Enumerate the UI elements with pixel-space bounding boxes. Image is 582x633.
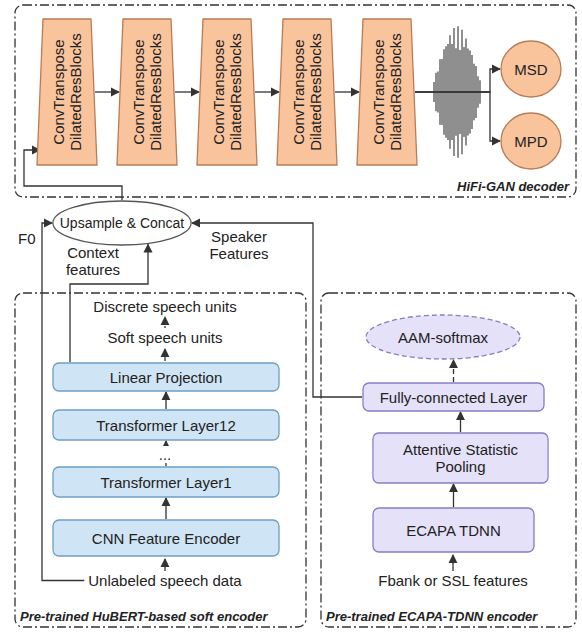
process-box: Transformer Layer1 <box>52 466 280 498</box>
node-text: Pre-trained ECAPA-TDNN encoder <box>326 609 537 624</box>
connector <box>165 498 166 519</box>
edge-label: Speaker Features <box>196 228 282 262</box>
trapezoid <box>357 19 417 165</box>
region-border <box>15 5 576 197</box>
box-shape <box>373 433 548 483</box>
connector <box>453 360 454 382</box>
node-text: AAM-softmax <box>392 329 494 346</box>
node-text: Pre-trained HuBERT-based soft encoder <box>20 609 268 624</box>
process-box: Attentive Statistic Pooling <box>372 432 549 484</box>
note-label: Fbank or SSL features <box>340 572 566 589</box>
region-frame: HiFi-GAN decoder ConvTranspose DilatedRes… <box>14 4 577 198</box>
region-border <box>321 293 576 627</box>
node-text: MSD <box>508 61 553 78</box>
ellipse <box>501 41 561 97</box>
connector <box>415 92 500 141</box>
edge-label: Context features <box>60 244 126 278</box>
note-label: Soft speech units <box>60 329 270 346</box>
input-arrow <box>164 559 165 571</box>
decoder-block: ConvTranspose DilatedResBlocks <box>356 18 418 166</box>
box-shape <box>53 467 279 497</box>
connector <box>335 91 359 92</box>
connector <box>460 412 461 432</box>
ellipse <box>53 201 191 245</box>
connector <box>95 91 119 92</box>
note-label: Discrete speech units <box>60 298 270 315</box>
trapezoid <box>277 19 337 165</box>
soft-unit-arrow <box>164 349 165 361</box>
box-shape <box>53 410 279 440</box>
discrete-unit-arrow <box>164 317 165 328</box>
decoder-block: ConvTranspose DilatedResBlocks <box>276 18 338 166</box>
note-label: Unlabeled speech data <box>60 572 270 589</box>
ellipse-node: AAM-softmax <box>365 314 521 360</box>
box-shape <box>363 383 544 411</box>
node-text: HiFi-GAN decoder <box>457 179 569 194</box>
process-box: Transformer Layer12 <box>52 409 280 441</box>
node-text: Transformer Layer12 <box>90 417 242 434</box>
connector <box>165 392 166 409</box>
input-arrow <box>452 555 453 571</box>
decoder-block: ConvTranspose DilatedResBlocks <box>36 18 98 166</box>
node-text: MPD <box>508 133 553 150</box>
connector <box>175 91 199 92</box>
process-box: Fully-connected Layer <box>362 382 545 412</box>
node-text: ECAPA TDNN <box>400 522 506 539</box>
node-text: ConvTranspose DilatedResBlocks <box>210 22 244 162</box>
trapezoid <box>37 19 97 165</box>
ellipse <box>501 113 561 169</box>
note-label: ... <box>150 446 180 463</box>
node-text: Transformer Layer1 <box>94 474 237 491</box>
node-text: ConvTranspose DilatedResBlocks <box>370 22 404 162</box>
connector <box>415 69 500 92</box>
ellipse-node: MPD <box>500 112 562 170</box>
ellipse-node: Upsample & Concat <box>52 200 192 246</box>
region-border <box>15 293 306 627</box>
node-text: ConvTranspose DilatedResBlocks <box>50 22 84 162</box>
ellipse-node: MSD <box>500 40 562 98</box>
node-text: ConvTranspose DilatedResBlocks <box>290 22 324 162</box>
node-text: Fully-connected Layer <box>374 389 534 406</box>
ellipse <box>366 315 520 359</box>
connector <box>453 484 454 507</box>
decoder-block: ConvTranspose DilatedResBlocks <box>196 18 258 166</box>
node-text: CNN Feature Encoder <box>86 530 246 547</box>
node-text: ConvTranspose DilatedResBlocks <box>130 22 164 162</box>
trapezoid <box>197 19 257 165</box>
connector <box>255 91 279 92</box>
trapezoid <box>117 19 177 165</box>
box-shape <box>53 363 279 391</box>
node-text: Attentive Statistic Pooling <box>372 441 549 475</box>
box-shape <box>53 520 279 556</box>
process-box: CNN Feature Encoder <box>52 519 280 557</box>
note-label: F0 <box>18 230 40 247</box>
process-box: ECAPA TDNN <box>372 507 535 553</box>
node-text: Linear Projection <box>104 369 229 386</box>
node-text: Upsample & Concat <box>54 215 191 232</box>
decoder-block: ConvTranspose DilatedResBlocks <box>116 18 178 166</box>
box-shape <box>373 508 534 552</box>
process-box: Linear Projection <box>52 362 280 392</box>
